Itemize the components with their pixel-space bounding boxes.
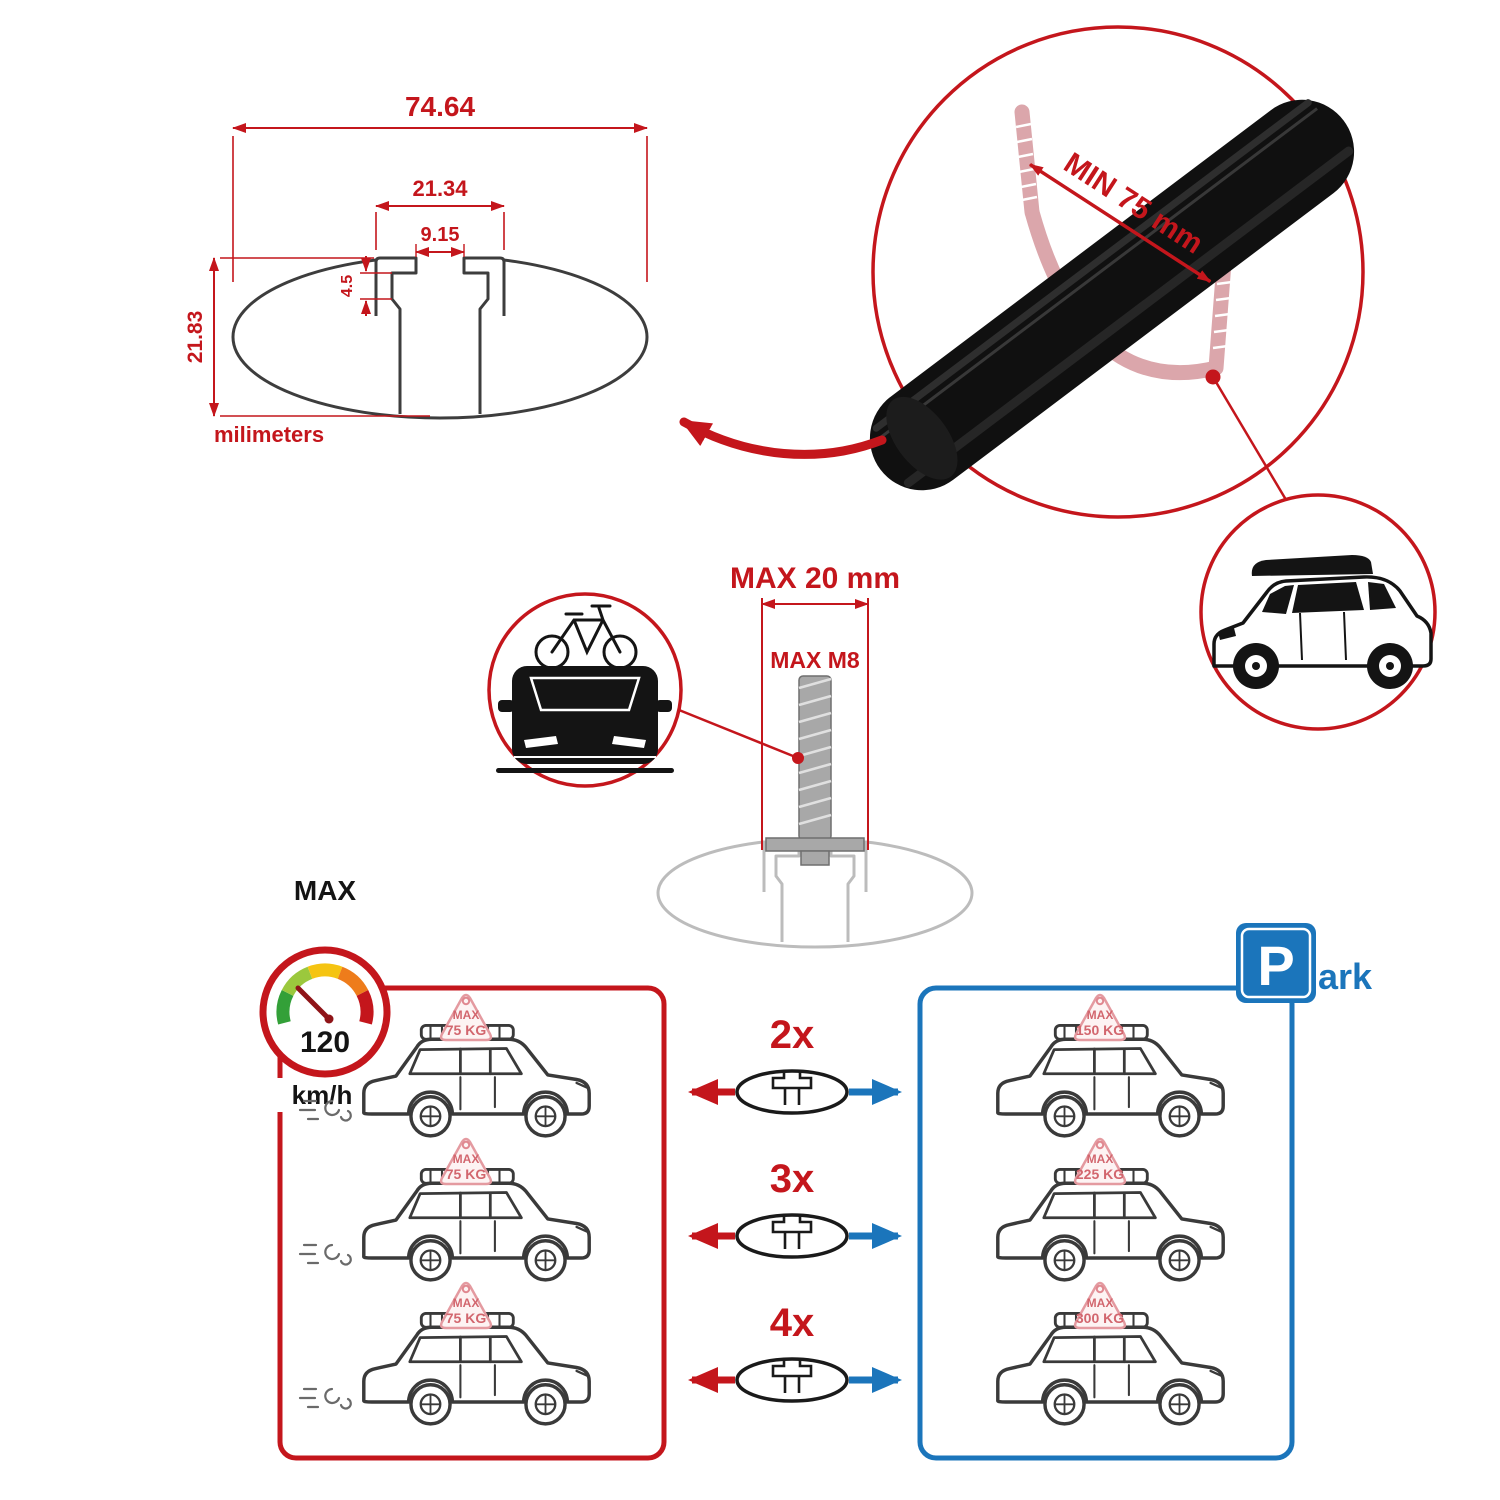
dimension-total-height xyxy=(209,257,430,417)
crossbar-section-icon xyxy=(735,1357,849,1403)
svg-text:MAX: MAX xyxy=(1087,1008,1114,1022)
bolt-diagram: MAX 20 mm MAX M8 xyxy=(656,562,974,949)
bar-count-rows: 2x 3x 4x xyxy=(688,1013,902,1403)
dim-channel-width-label: 21.34 xyxy=(412,176,468,201)
svg-text:75 KG: 75 KG xyxy=(446,1310,487,1326)
callout-dot xyxy=(792,752,804,764)
max-load-badge: MAX 75 KG xyxy=(439,1281,493,1330)
callout-line xyxy=(678,708,799,760)
config-row-4x: 4x xyxy=(688,1301,902,1403)
svg-text:300 KG: 300 KG xyxy=(1076,1310,1124,1326)
motion-swirl-icon xyxy=(298,1243,352,1266)
dimension-channel-width xyxy=(375,201,505,250)
car-icon xyxy=(362,1023,591,1138)
dim-lip-depth-label: 4.5 xyxy=(339,275,356,297)
count-label: 3x xyxy=(770,1157,815,1201)
svg-text:MAX: MAX xyxy=(453,1296,480,1310)
park-sign-letter: P xyxy=(1257,934,1294,997)
svg-text:MAX: MAX xyxy=(1087,1296,1114,1310)
svg-text:MAX: MAX xyxy=(453,1008,480,1022)
t-slot-channel xyxy=(374,256,506,414)
bike-icon xyxy=(534,604,638,670)
bike-car-circle xyxy=(487,592,683,788)
config-row-3x: 3x xyxy=(688,1157,902,1259)
park-sign-suffix: ark xyxy=(1318,956,1373,997)
dim-slot-width-label: 9.15 xyxy=(421,224,460,246)
callout-line xyxy=(1211,376,1300,521)
park-cars-panel xyxy=(917,985,1295,1461)
max-load-badge: MAX 225 KG xyxy=(1073,1137,1127,1186)
count-label: 2x xyxy=(770,1013,815,1057)
crossbar-section-icon xyxy=(735,1069,849,1115)
parked-cars-group: MAX 150 KG MAX 225 KG MAX 300 KG xyxy=(996,993,1225,1426)
crossbar-detail-circle: MIN 75 mm xyxy=(679,25,1365,521)
max-width-label: MAX 20 mm xyxy=(730,562,900,595)
max-width-dimension xyxy=(761,598,869,850)
speed-cars-panel xyxy=(277,985,667,1461)
t-bolt-icon xyxy=(765,675,865,866)
svg-text:MAX: MAX xyxy=(453,1152,480,1166)
config-row-2x: 2x xyxy=(688,1013,902,1115)
car-icon xyxy=(362,1311,591,1426)
car-icon xyxy=(996,1311,1225,1426)
max-load-badge: MAX 300 KG xyxy=(1073,1281,1127,1330)
speed-value: 120 xyxy=(300,1026,350,1059)
max-load-badge: MAX 75 KG xyxy=(439,1137,493,1186)
svg-text:MAX: MAX xyxy=(1087,1152,1114,1166)
max-load-badge: MAX 75 KG xyxy=(439,993,493,1042)
fixation-dot xyxy=(1205,369,1221,385)
profile-dimension-diagram: 74.64 21.34 9.15 4.5 21.83 xyxy=(184,91,649,447)
count-label: 4x xyxy=(770,1301,815,1345)
crossbar-section-icon xyxy=(735,1213,849,1259)
dim-total-height-label: 21.83 xyxy=(184,311,207,364)
svg-text:150 KG: 150 KG xyxy=(1076,1022,1124,1038)
max-load-badge: MAX 150 KG xyxy=(1073,993,1127,1042)
suv-roofbox-circle xyxy=(1199,493,1437,731)
car-icon xyxy=(996,1167,1225,1282)
park-sign: P ark xyxy=(1236,923,1373,1003)
gauge-arc xyxy=(276,963,374,1025)
motion-swirl-icon xyxy=(298,1387,352,1410)
suv-roofbox-icon xyxy=(1212,555,1433,689)
pointer-arrow-icon xyxy=(679,417,887,459)
max-thread-label: MAX M8 xyxy=(770,647,860,673)
unit-label: milimeters xyxy=(214,422,324,447)
dim-total-width-label: 74.64 xyxy=(405,91,475,122)
speed-unit: km/h xyxy=(292,1080,353,1110)
car-icon xyxy=(362,1167,591,1282)
svg-text:75 KG: 75 KG xyxy=(446,1166,487,1182)
car-icon xyxy=(996,1023,1225,1138)
driving-cars-group: MAX 75 KG MAX 75 KG MAX 75 KG xyxy=(298,993,591,1426)
car-front-icon xyxy=(496,666,674,773)
svg-text:225 KG: 225 KG xyxy=(1076,1166,1124,1182)
gauge-needle xyxy=(295,985,332,1022)
dimension-slot-width xyxy=(415,244,465,257)
svg-text:75 KG: 75 KG xyxy=(446,1022,487,1038)
speed-max-label: MAX xyxy=(294,875,357,906)
speed-gauge: MAX 120 km/h xyxy=(259,875,391,1110)
